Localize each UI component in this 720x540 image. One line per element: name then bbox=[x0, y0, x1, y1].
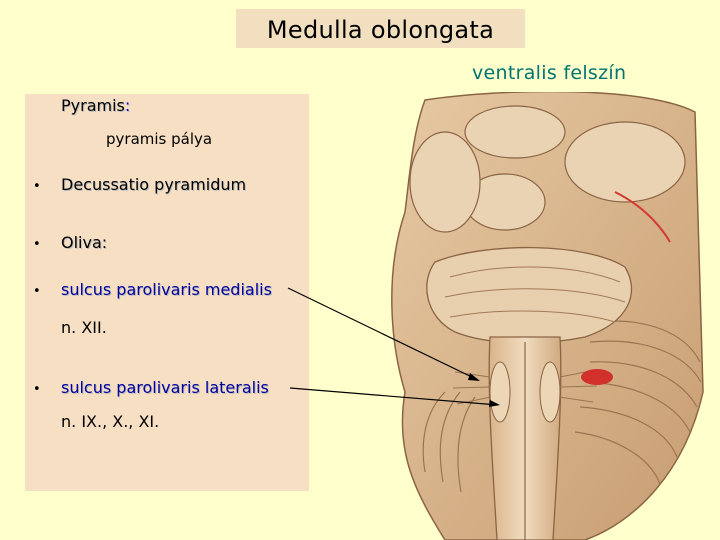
bullet-2: • bbox=[33, 237, 41, 252]
pyramis-item: Pyramis: bbox=[61, 96, 130, 115]
oliva-colon: : bbox=[101, 233, 108, 252]
n-ix-x-xi-label: n. IX., X., XI. bbox=[61, 412, 160, 431]
red-vessels bbox=[614, 191, 671, 243]
title-box bbox=[236, 9, 525, 48]
oliva-label: Oliva bbox=[61, 233, 102, 252]
nerve-rootlets bbox=[452, 369, 598, 405]
upper-structures bbox=[409, 105, 686, 233]
olive-right bbox=[539, 361, 561, 423]
decussatio-item: Decussatio pyramidum bbox=[61, 175, 247, 194]
arrow-sulcus-lateralis bbox=[289, 387, 499, 406]
brainstem-illustration bbox=[391, 92, 704, 540]
choroid-plexus bbox=[581, 369, 613, 385]
arrowhead-medialis bbox=[468, 373, 480, 381]
pyramis-colon: : bbox=[124, 96, 131, 115]
sulcus-medialis-item: sulcus parolivaris medialis bbox=[61, 280, 272, 299]
slide-title: Medulla oblongata bbox=[266, 16, 495, 44]
text-panel bbox=[25, 94, 309, 491]
n-xii-label: n. XII. bbox=[61, 318, 107, 337]
bullet-1: • bbox=[33, 179, 41, 194]
pyramis-label: Pyramis bbox=[61, 96, 125, 115]
bullet-3: • bbox=[33, 284, 41, 299]
slide-subtitle: ventralis felszín bbox=[472, 62, 627, 84]
arrowhead-lateralis bbox=[489, 400, 500, 407]
bullet-4: • bbox=[33, 382, 41, 397]
pyramis-sub: pyramis pálya bbox=[106, 130, 213, 148]
sulcus-lateralis-item: sulcus parolivaris lateralis bbox=[61, 378, 269, 397]
oliva-item: Oliva: bbox=[61, 233, 107, 252]
olive-left bbox=[489, 361, 511, 423]
arrow-sulcus-medialis bbox=[287, 287, 479, 381]
